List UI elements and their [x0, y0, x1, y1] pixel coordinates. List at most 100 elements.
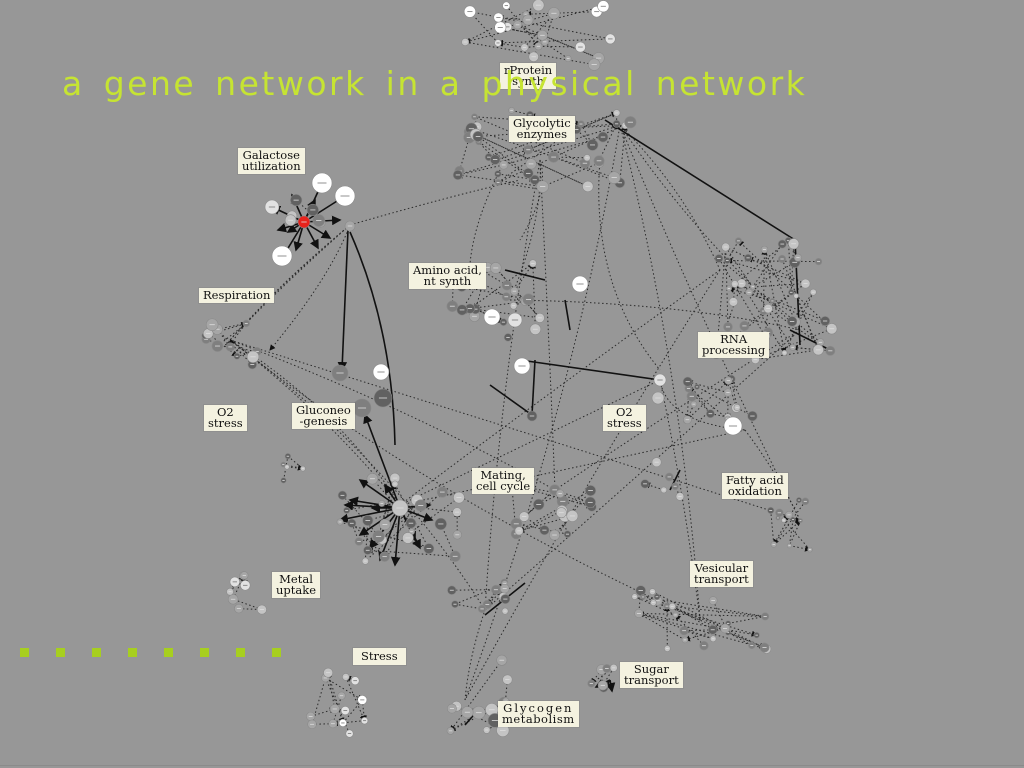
progress-dot	[164, 648, 173, 657]
label-line: processing	[702, 343, 766, 357]
dotted-edge	[471, 128, 615, 179]
dotted-edge	[518, 490, 591, 532]
dotted-edge	[773, 501, 806, 545]
dotted-edge	[503, 136, 604, 166]
dotted-edge	[752, 261, 795, 288]
dotted-edge	[688, 388, 711, 415]
dotted-edge	[728, 615, 766, 624]
dotted-edge	[729, 378, 738, 408]
dotted-edge	[525, 11, 597, 18]
label-line: Glycolytic	[513, 116, 571, 130]
dotted-edge	[464, 609, 486, 701]
dotted-edge	[381, 502, 458, 513]
dotted-edge	[229, 339, 486, 611]
label-line: synth	[512, 74, 544, 88]
dotted-edge	[229, 224, 351, 341]
dotted-edge	[674, 614, 705, 647]
label-gluconeogenesis: Gluconeo -genesis	[292, 403, 355, 429]
dotted-edge	[638, 612, 686, 641]
dotted-edge	[538, 45, 581, 48]
dotted-edge	[725, 247, 729, 327]
dotted-edge	[500, 679, 508, 732]
dotted-edge	[790, 243, 795, 293]
dotted-edge	[454, 603, 483, 610]
dotted-edge	[517, 24, 599, 59]
label-fatty-acid-oxidation: Fatty acid oxidation	[722, 473, 788, 499]
solid-edge	[378, 507, 401, 562]
dotted-edge	[732, 283, 736, 302]
dotted-edge	[788, 520, 801, 546]
dotted-edge	[637, 611, 757, 636]
dotted-edge	[332, 695, 343, 724]
dotted-edge	[327, 672, 345, 724]
dotted-edge	[763, 249, 796, 323]
dotted-edge	[724, 380, 731, 420]
dotted-edge	[727, 260, 806, 285]
dotted-edge	[269, 224, 351, 351]
dotted-edge	[384, 483, 397, 525]
dotted-edge	[229, 339, 701, 621]
label-respiration: Respiration	[199, 288, 275, 303]
progress-dot	[128, 648, 137, 657]
solid-edges	[270, 119, 831, 726]
dotted-edge	[696, 386, 753, 417]
label-line: Vesicular	[694, 561, 749, 575]
dotted-edge	[486, 589, 497, 605]
label-line: stress	[208, 416, 243, 430]
dotted-edge	[726, 257, 819, 264]
progress-dot	[20, 648, 29, 657]
dotted-edge	[781, 258, 820, 351]
label-line: O2	[216, 405, 234, 419]
label-glycolytic-enzymes: Glycolytic enzymes	[509, 116, 575, 142]
dotted-edge	[752, 243, 783, 287]
dotted-edge	[442, 491, 460, 499]
label-line: Glycogen	[503, 701, 574, 715]
label-line: Respiration	[203, 288, 271, 302]
dotted-edge	[727, 632, 766, 649]
dotted-edge	[638, 612, 766, 617]
progress-dot	[236, 648, 245, 657]
label-line: rProtein	[504, 63, 553, 77]
dotted-edge	[659, 379, 746, 431]
dotted-edge	[789, 545, 811, 552]
dotted-edge	[464, 5, 604, 44]
dotted-edge	[509, 159, 541, 301]
dotted-edge	[590, 669, 602, 685]
dotted-edge	[473, 267, 489, 311]
dotted-edge	[497, 40, 525, 48]
dotted-edge	[761, 248, 768, 312]
dotted-edge	[229, 339, 401, 506]
dotted-edge	[619, 124, 721, 271]
solid-edge	[605, 679, 616, 693]
dotted-edge	[598, 159, 661, 371]
dotted-edge	[287, 455, 304, 470]
dotted-edge	[659, 379, 701, 621]
dotted-edge	[598, 122, 618, 162]
label-rprotein-synth: rProtein synth	[500, 63, 557, 89]
label-line: transport	[694, 572, 749, 586]
dotted-edge	[513, 262, 534, 292]
dotted-edge	[773, 519, 802, 545]
dotted-edge	[725, 246, 794, 348]
dotted-edge	[475, 308, 505, 323]
dotted-edge	[767, 308, 831, 352]
dotted-edge	[497, 121, 631, 183]
progress-dot	[272, 648, 281, 657]
solid-edge	[363, 413, 401, 509]
dotted-edge	[475, 134, 589, 187]
solid-edge	[390, 507, 401, 567]
dotted-edge	[229, 224, 351, 346]
dotted-edge	[484, 159, 541, 611]
dotted-edge	[384, 500, 418, 558]
solid-edge	[789, 329, 831, 351]
footer-rule	[0, 765, 1024, 766]
solid-edge	[349, 231, 396, 446]
dotted-edge	[469, 10, 499, 44]
progress-dot	[200, 648, 209, 657]
dotted-edge	[710, 413, 728, 418]
dotted-edge	[686, 403, 695, 421]
label-line: Fatty acid	[726, 473, 784, 487]
dotted-edge	[381, 499, 418, 541]
solid-edge	[604, 119, 796, 241]
